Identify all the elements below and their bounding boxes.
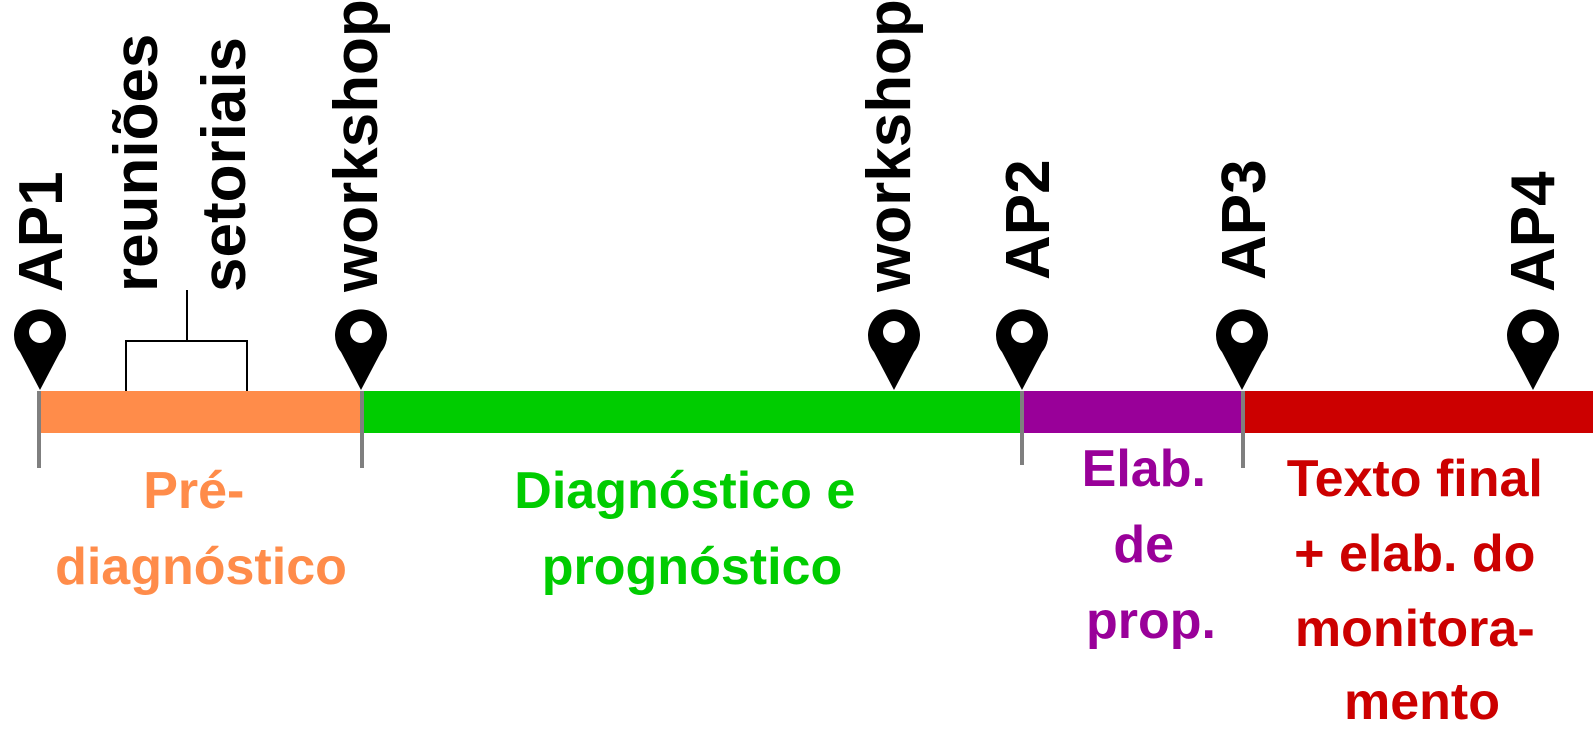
location-pin-icon (13, 309, 66, 390)
phase-bar-elab-prop (1022, 391, 1243, 433)
location-pin-icon (1216, 309, 1268, 390)
bracket-label-line1: reuniões (102, 34, 171, 292)
phase-label-pre-diagnostico: Pré- diagnóstico (55, 462, 347, 596)
milestone-label-ap2: AP2 (994, 159, 1063, 280)
milestone-label-ap4: AP4 (1499, 171, 1568, 292)
milestone-label-workshop-2: workshop (855, 0, 924, 293)
location-pin-icon (335, 309, 387, 390)
phase-label-diagnostico: Diagnóstico e prognóstico (514, 462, 869, 596)
location-pin-icon (1507, 309, 1559, 390)
phase-label-elab-prop: Elab. de prop. (1082, 440, 1221, 650)
bracket-label-line2: setoriais (190, 37, 259, 292)
phase-bar-pre-diagnostico (38, 391, 362, 433)
bracket-reunioes-setoriais (125, 290, 248, 391)
milestone-label-ap3: AP3 (1210, 159, 1279, 280)
location-pin-icon (868, 309, 920, 390)
phase-bar-diagnostico (362, 391, 1022, 433)
phase-label-texto-final: Texto final + elab. do monitora- mento (1287, 450, 1558, 731)
milestone-label-workshop-1: workshop (322, 0, 391, 293)
milestone-label-ap1: AP1 (7, 171, 76, 292)
location-pin-icon (996, 309, 1048, 390)
phase-bar-texto-final (1243, 391, 1593, 433)
